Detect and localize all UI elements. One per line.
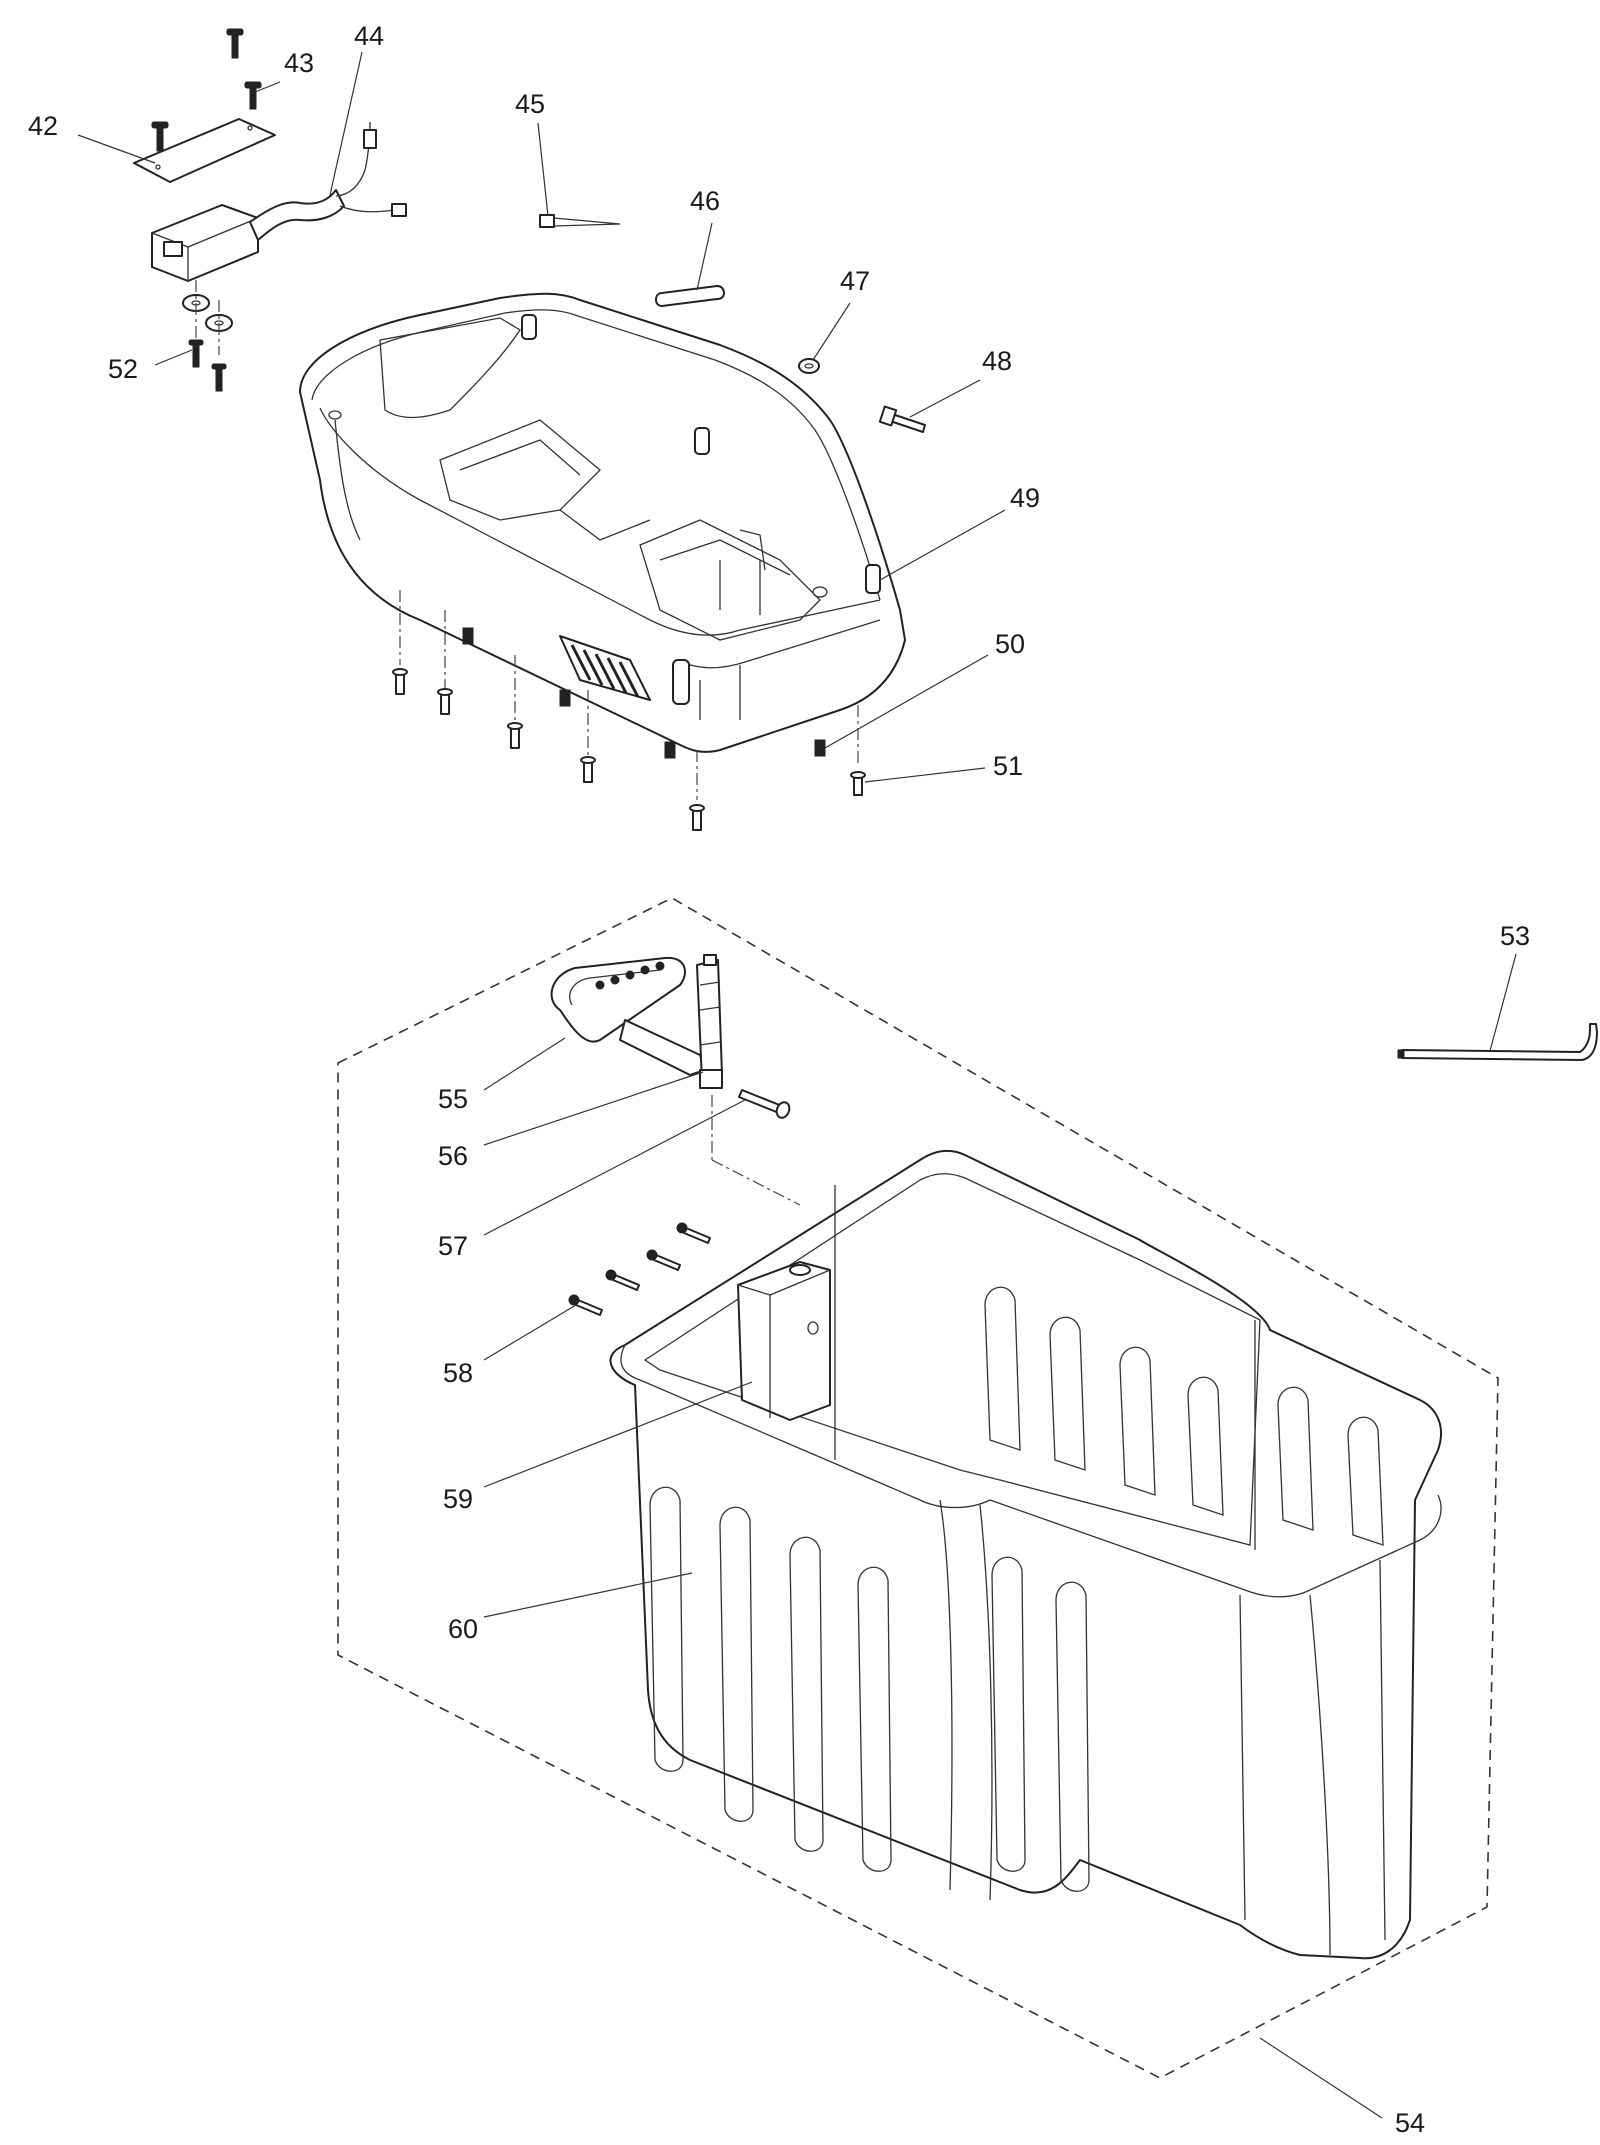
screw (689, 804, 705, 831)
container-ribs (649, 1286, 1384, 1892)
callout-59: 59 (443, 1484, 473, 1514)
leader-lines (77, 51, 1517, 2119)
callout-53: 53 (1500, 921, 1530, 951)
part-56-shaft (696, 954, 723, 1089)
screw-42 (151, 121, 169, 152)
part-53-hex-key (1397, 1023, 1598, 1061)
part-44-junction-box (151, 122, 407, 282)
callout-58: 58 (443, 1358, 473, 1388)
callout-57: 57 (438, 1231, 468, 1261)
callout-56: 56 (438, 1141, 468, 1171)
part-52-washers-screws (182, 280, 233, 392)
callout-52: 52 (108, 354, 138, 384)
callout-55: 55 (438, 1084, 468, 1114)
callout-54: 54 (1395, 2108, 1425, 2138)
part-54-assembly-outline (337, 897, 1499, 2079)
part-43-screws (226, 28, 262, 110)
part-46-pin (655, 285, 725, 307)
callout-49: 49 (1010, 483, 1040, 513)
screw (392, 668, 408, 695)
screw (507, 722, 523, 749)
part-42-cover-plate (133, 118, 276, 183)
callout-44: 44 (354, 21, 384, 51)
part-48-screw (878, 405, 926, 433)
part-47-washer (798, 358, 820, 374)
callout-43: 43 (284, 48, 314, 78)
main-housing (299, 292, 906, 753)
callout-47: 47 (840, 266, 870, 296)
callout-labels: 42 43 44 45 46 47 48 49 50 51 52 53 54 5… (28, 21, 1530, 2138)
dark-screw (462, 627, 474, 645)
dark-screw (559, 689, 571, 707)
callout-45: 45 (515, 89, 545, 119)
screw (437, 688, 453, 715)
part-55-handle (550, 956, 706, 1076)
dark-screw (664, 741, 676, 759)
callout-48: 48 (982, 346, 1012, 376)
part-57-long-screw (711, 1089, 801, 1206)
callout-60: 60 (448, 1614, 478, 1644)
screw (580, 756, 596, 783)
callout-46: 46 (690, 186, 720, 216)
screw (850, 771, 866, 796)
callout-42: 42 (28, 111, 58, 141)
dark-screw (814, 739, 826, 757)
callout-51: 51 (993, 751, 1023, 781)
part-60-container (609, 1149, 1442, 1960)
part-58-screws (568, 1222, 711, 1316)
part-59-post (737, 1261, 831, 1421)
callout-50: 50 (995, 629, 1025, 659)
housing-bottom-screws (392, 590, 866, 831)
vent-grille (559, 635, 651, 701)
part-45-cable-tie (539, 214, 621, 228)
